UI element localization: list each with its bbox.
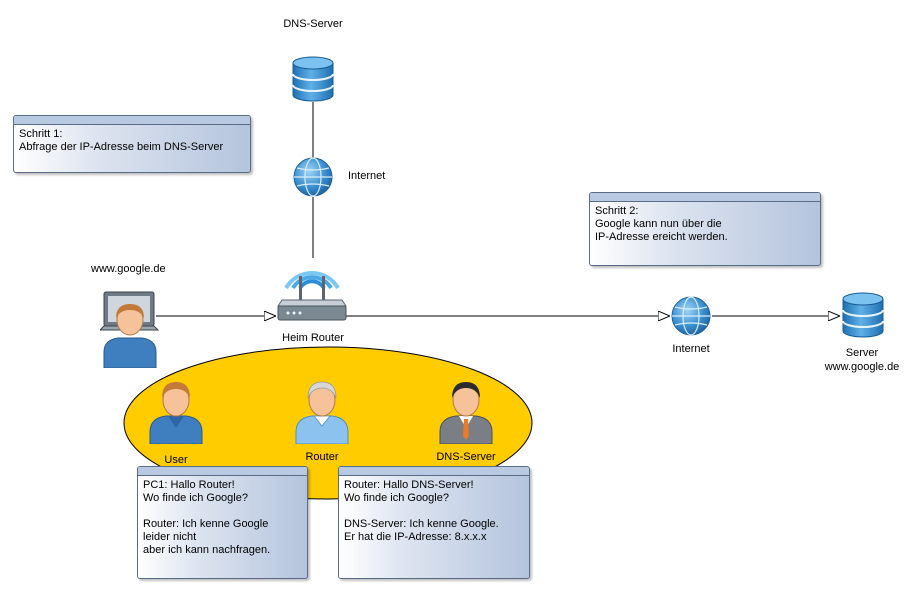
step2-note: Schritt 2: Google kann nun über die IP-A… <box>589 192 821 266</box>
dialog-router-dns-note: Router: Hallo DNS-Server! Wo finde ich G… <box>338 466 530 579</box>
dialog1-line-3 <box>143 505 302 518</box>
step1-note: Schritt 1: Abfrage der IP-Adresse beim D… <box>13 115 251 173</box>
server-site-label: www.google.de <box>824 361 900 373</box>
website-left-label: www.google.de <box>91 263 166 275</box>
note-header <box>14 116 250 125</box>
step2-line-2: Google kann nun über die <box>595 218 722 230</box>
globe-icon[interactable] <box>292 156 334 198</box>
step1-line-1: Schritt 1: <box>19 128 63 140</box>
dialog1-line-6: aber ich kann nachfragen. <box>143 544 271 556</box>
internet-top-label: Internet <box>348 170 386 182</box>
router-icon[interactable] <box>272 250 352 330</box>
dialog1-line-1: PC1: Hallo Router! <box>143 479 235 491</box>
server-title-label: Server <box>845 347 879 359</box>
home-router-label: Heim Router <box>282 332 344 344</box>
note-header <box>590 193 820 202</box>
note-header <box>339 467 529 476</box>
dialog2-line-3 <box>344 505 524 518</box>
person-user-label: User <box>164 454 188 466</box>
dialog2-line-2: Wo finde ich Google? <box>344 492 449 504</box>
person-icon <box>439 382 493 444</box>
globe-icon[interactable] <box>670 295 712 337</box>
step2-line-1: Schritt 2: <box>595 205 639 217</box>
dns-server-top-label: DNS-Server <box>283 18 343 30</box>
person-router-label: Router <box>305 451 339 463</box>
dialog2-line-5: Er hat die IP-Adresse: 8.x.x.x <box>344 531 487 543</box>
internet-right-label: Internet <box>672 343 710 355</box>
person-icon <box>295 381 349 444</box>
note-header <box>138 467 307 476</box>
step2-line-3: IP-Adresse ereicht werden. <box>595 231 728 243</box>
dialog1-line-5: leider nicht <box>143 531 197 543</box>
dialog2-line-4: DNS-Server: Ich kenne Google. <box>344 518 499 530</box>
database-icon[interactable] <box>839 291 887 339</box>
dialog2-line-1: Router: Hallo DNS-Server! <box>344 479 474 491</box>
dialog1-line-2: Wo finde ich Google? <box>143 492 248 504</box>
person-dns-server-label: DNS-Server <box>436 451 496 463</box>
laptop-user-icon[interactable] <box>100 290 160 368</box>
database-icon[interactable] <box>289 55 337 103</box>
dialog-user-router-note: PC1: Hallo Router! Wo finde ich Google? … <box>137 466 308 579</box>
dialog1-line-4: Router: Ich kenne Google <box>143 518 269 530</box>
step1-line-2: Abfrage der IP-Adresse beim DNS-Server <box>19 141 224 153</box>
person-icon <box>149 382 203 444</box>
